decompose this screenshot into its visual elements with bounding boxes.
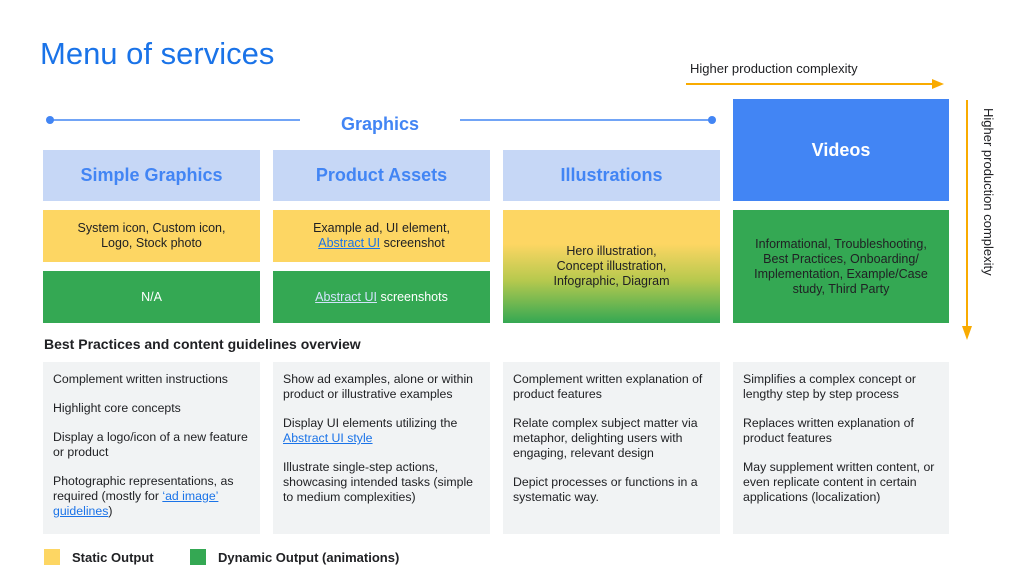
complexity-down-arrow-icon <box>962 100 972 340</box>
header-illustrations: Illustrations <box>503 150 720 201</box>
card-product-p3: Illustrate single-step actions, showcasi… <box>283 460 474 504</box>
product-static-line-1: Example ad, UI element, <box>313 221 450 235</box>
product-static-suffix: screenshot <box>380 236 445 250</box>
card-simple-p2: Highlight core concepts <box>53 401 181 415</box>
illustrations-line-1: Hero illustration, <box>566 244 657 258</box>
page-title: Menu of services <box>40 36 275 71</box>
videos-line-1: Informational, Troubleshooting, <box>755 236 927 251</box>
card-product-assets: Show ad examples, alone or within produc… <box>273 362 490 534</box>
card-simple-p4-pre: Photographic representations, as require… <box>53 474 234 503</box>
product-dynamic-suffix: screenshots <box>376 289 448 304</box>
card-illustrations-p2: Relate complex subject matter via metaph… <box>513 416 698 460</box>
card-videos-p1: Simplifies a complex concept or lengthy … <box>743 372 916 401</box>
card-product-p1: Show ad examples, alone or within produc… <box>283 372 474 401</box>
card-illustrations-p1: Complement written explanation of produc… <box>513 372 703 401</box>
complexity-vertical-label: Higher production complexity <box>978 108 998 308</box>
abstract-ui-style-link[interactable]: Abstract UI style <box>283 431 373 445</box>
card-simple-graphics: Complement written instructions Highligh… <box>43 362 260 534</box>
videos-dynamic: Informational, Troubleshooting, Best Pra… <box>733 210 949 323</box>
videos-line-3: Implementation, Example/Case <box>754 266 928 281</box>
graphics-label: Graphics <box>300 114 460 135</box>
illustrations-combined: Hero illustration, Concept illustration,… <box>503 210 720 323</box>
card-illustrations: Complement written explanation of produc… <box>503 362 720 534</box>
simple-static-line-2: Logo, Stock photo <box>101 236 202 250</box>
card-illustrations-p3: Depict processes or functions in a syste… <box>513 475 698 504</box>
card-simple-p4: Photographic representations, as require… <box>53 474 252 519</box>
product-assets-static: Example ad, UI element, Abstract UI scre… <box>273 210 490 262</box>
complexity-vertical-text: Higher production complexity <box>981 108 996 276</box>
legend-static-swatch <box>44 549 60 565</box>
simple-graphics-dynamic: N/A <box>43 271 260 323</box>
card-simple-p1: Complement written instructions <box>53 372 228 386</box>
illustrations-line-2: Concept illustration, <box>556 259 667 273</box>
card-simple-p4-post: ) <box>108 504 113 518</box>
complexity-right-arrow-icon <box>686 79 944 89</box>
header-videos: Videos <box>733 99 949 201</box>
videos-line-2: Best Practices, Onboarding/ <box>763 251 919 266</box>
header-simple-graphics: Simple Graphics <box>43 150 260 201</box>
legend-static-label: Static Output <box>72 550 154 565</box>
abstract-ui-link[interactable]: Abstract UI <box>318 236 381 250</box>
legend-dynamic-swatch <box>190 549 206 565</box>
header-product-assets: Product Assets <box>273 150 490 201</box>
simple-graphics-static: System icon, Custom icon, Logo, Stock ph… <box>43 210 260 262</box>
abstract-ui-screenshots-link[interactable]: Abstract UI <box>315 289 377 304</box>
legend-dynamic-label: Dynamic Output (animations) <box>218 550 400 565</box>
card-product-p2-pre: Display UI elements utilizing the <box>283 416 458 430</box>
videos-line-4: study, Third Party <box>792 281 890 296</box>
card-videos-p2: Replaces written explanation of product … <box>743 416 914 445</box>
complexity-horizontal-label: Higher production complexity <box>690 61 858 76</box>
best-practices-title: Best Practices and content guidelines ov… <box>44 336 361 352</box>
product-assets-dynamic: Abstract UI screenshots <box>273 271 490 323</box>
illustrations-line-3: Infographic, Diagram <box>553 274 670 288</box>
card-simple-p3: Display a logo/icon of a new feature or … <box>53 430 248 459</box>
card-videos-p3: May supplement written content, or even … <box>743 460 935 504</box>
card-videos: Simplifies a complex concept or lengthy … <box>733 362 949 534</box>
simple-static-line-1: System icon, Custom icon, <box>77 221 226 235</box>
ad-image-guidelines-link[interactable]: ‘ad image’ guidelines <box>53 489 219 518</box>
card-product-p2: Display UI elements utilizing the Abstra… <box>283 416 482 446</box>
